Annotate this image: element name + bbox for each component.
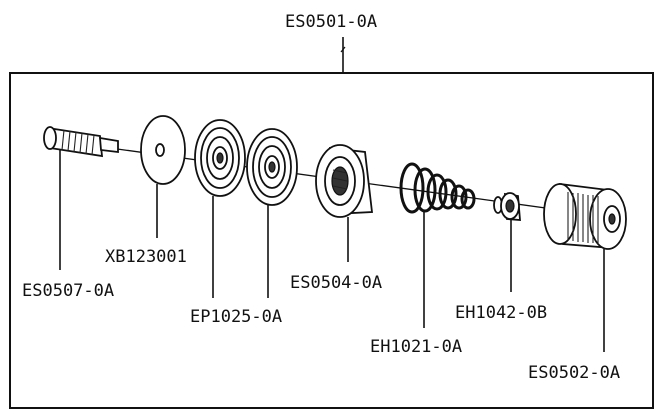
part-screw [43,126,119,158]
title-leader-tick [340,46,346,53]
part-nut [493,192,521,221]
part-cup [315,144,374,218]
label-seal-pair: EP1025-0A [190,307,282,327]
assembly-label: ES0501-0A [285,12,377,32]
label-washer: XB123001 [105,247,187,267]
part-spring [399,162,476,214]
part-washer [140,115,186,185]
label-spring: EH1021-0A [370,337,462,357]
label-nut: EH1042-0B [455,303,547,323]
part-seal-2 [246,128,298,206]
part-seal-1 [194,119,246,197]
label-screw: ES0507-0A [22,281,114,301]
label-cup: ES0504-0A [290,273,382,293]
assembly-frame [9,72,654,409]
label-knob: ES0502-0A [528,363,620,383]
part-knob [543,182,627,250]
